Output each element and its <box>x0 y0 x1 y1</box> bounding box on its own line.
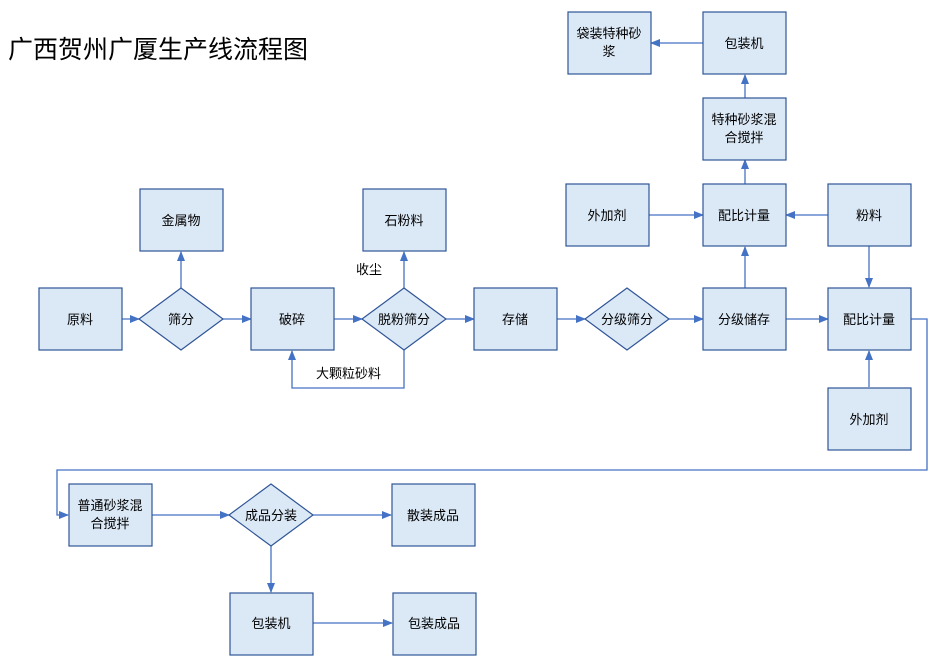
label-crush: 破碎 <box>279 313 305 328</box>
label-stone-powder: 石粉料 <box>384 214 423 229</box>
label-coarse-sand: 大颗粒砂料 <box>316 367 381 382</box>
label-storage: 存储 <box>502 313 528 328</box>
label-raw-material: 原料 <box>67 313 93 328</box>
node-stone-powder: 石粉料 <box>362 188 447 252</box>
node-packed-product: 包装成品 <box>392 592 477 656</box>
node-packer-bottom: 包装机 <box>229 592 314 656</box>
label-packer-top: 包装机 <box>724 37 763 52</box>
label-additive-bottom: 外加剂 <box>849 413 888 428</box>
edge-mixright-normalmix <box>56 318 928 519</box>
label-powder: 粉料 <box>856 209 882 224</box>
label-screening: 筛分 <box>168 313 194 328</box>
node-product-split: 成品分装 <box>227 483 315 547</box>
label-graded-storage: 分级储存 <box>718 313 770 328</box>
node-additive-bottom: 外加剂 <box>827 387 912 451</box>
label-mix-meter-top: 配比计量 <box>718 209 770 224</box>
label-normal-mix-line1: 普通砂浆混 <box>77 499 142 514</box>
node-special-mortar-mix: 特种砂浆混 合搅拌 <box>702 97 787 161</box>
label-dust-collection: 收尘 <box>356 263 382 278</box>
diagram-title: 广西贺州广厦生产线流程图 <box>8 35 308 64</box>
edges <box>56 39 928 627</box>
label-product-split: 成品分装 <box>245 509 297 524</box>
node-screening: 筛分 <box>137 287 225 351</box>
label-special-mix-line1: 特种砂浆混 <box>711 113 776 128</box>
node-additive-top: 外加剂 <box>565 183 650 247</box>
node-graded-storage: 分级储存 <box>702 287 787 351</box>
label-bagged-special-line2: 浆 <box>602 45 615 60</box>
node-bagged-special-mortar: 袋装特种砂 浆 <box>567 11 652 75</box>
node-metal: 金属物 <box>139 188 224 252</box>
label-special-mix-line2: 合搅拌 <box>724 130 763 146</box>
node-storage: 存储 <box>473 287 558 351</box>
node-powder: 粉料 <box>827 183 912 247</box>
node-raw-material: 原料 <box>38 287 123 351</box>
label-mix-meter-right: 配比计量 <box>843 313 895 328</box>
label-grading-screening: 分级筛分 <box>601 313 653 328</box>
node-crush: 破碎 <box>250 287 335 351</box>
node-mix-meter-top: 配比计量 <box>702 183 787 247</box>
edge-coarse-return <box>288 350 405 389</box>
label-normal-mix-line2: 合搅拌 <box>90 516 129 532</box>
node-bulk-product: 散装成品 <box>391 483 476 547</box>
node-normal-mortar-mix: 普通砂浆混 合搅拌 <box>68 483 153 547</box>
label-packed-product: 包装成品 <box>408 617 460 632</box>
label-bulk-product: 散装成品 <box>407 509 459 524</box>
label-packer-bottom: 包装机 <box>251 617 290 632</box>
node-packer-top: 包装机 <box>702 11 787 75</box>
label-metal: 金属物 <box>161 213 200 229</box>
label-bagged-special-line1: 袋装特种砂 <box>576 27 641 42</box>
node-depowder-screening: 脱粉筛分 <box>360 287 448 351</box>
node-mix-meter-right: 配比计量 <box>827 287 912 351</box>
label-depowder-screening: 脱粉筛分 <box>378 313 430 328</box>
node-grading-screening: 分级筛分 <box>583 287 671 351</box>
label-additive-top: 外加剂 <box>587 209 626 224</box>
